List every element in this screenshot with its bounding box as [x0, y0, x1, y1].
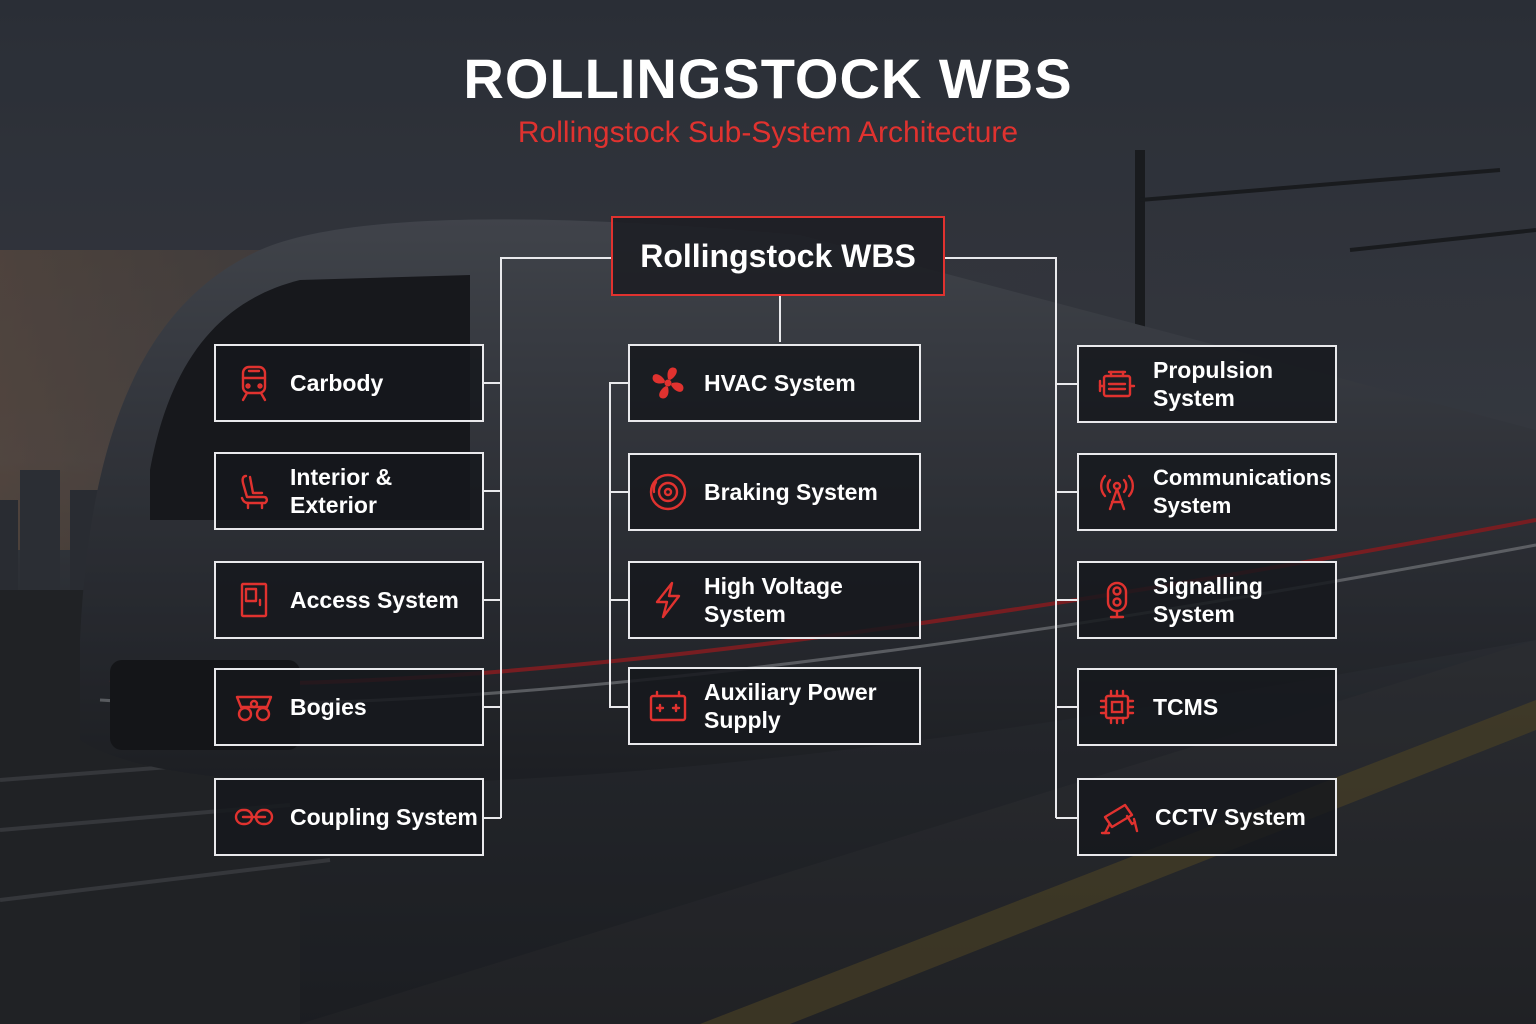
node-label: Propulsion System: [1153, 357, 1274, 411]
node-carbody: Carbody: [214, 344, 484, 422]
node-hvac-system: HVAC System: [628, 344, 921, 422]
node-label: Signalling System: [1153, 573, 1263, 627]
node-label: High Voltage System: [704, 573, 843, 627]
node-access-system: Access System: [214, 561, 484, 639]
chip-icon: [1097, 687, 1137, 727]
node-label: Access System: [290, 587, 459, 613]
node-label: Auxiliary Power Supply: [704, 679, 877, 733]
node-communications-system: Communications System: [1077, 453, 1337, 531]
page-subtitle: Rollingstock Sub-System Architecture: [517, 116, 1019, 149]
node-label: Interior & Exterior: [290, 464, 393, 518]
node-label: Coupling System: [290, 804, 478, 830]
node-high-voltage-system: High Voltage System: [628, 561, 921, 639]
motor-icon: [1097, 364, 1137, 404]
page-title: ROLLINGSTOCK WBS: [463, 47, 1073, 110]
node-label: CCTV System: [1155, 804, 1306, 830]
node-label: Communications System: [1153, 465, 1332, 518]
node-interior-exterior: Interior & Exterior: [214, 452, 484, 530]
node-label: Carbody: [290, 370, 384, 396]
door-icon: [234, 580, 274, 620]
connector-root-right: [945, 257, 1057, 818]
train-front-icon: [234, 363, 274, 403]
coupler-icon: [234, 797, 274, 837]
root-node-label: Rollingstock WBS: [640, 237, 916, 274]
node-label: Braking System: [704, 479, 878, 505]
battery-icon: [648, 686, 688, 726]
brake-disc-icon: [648, 472, 688, 512]
antenna-icon: [1097, 472, 1137, 512]
connector-middle-spine: [609, 382, 628, 708]
node-label: TCMS: [1153, 694, 1219, 720]
node-cctv-system: CCTV System: [1077, 778, 1337, 856]
node-propulsion-system: Propulsion System: [1077, 345, 1337, 423]
node-label: Bogies: [290, 694, 367, 720]
lightning-icon: [648, 580, 688, 620]
node-braking-system: Braking System: [628, 453, 921, 531]
seat-icon: [234, 471, 274, 511]
signal-light-icon: [1097, 580, 1137, 620]
node-signalling-system: Signalling System: [1077, 561, 1337, 639]
node-bogies: Bogies: [214, 668, 484, 746]
fan-icon: [648, 363, 688, 403]
bogie-icon: [234, 687, 274, 727]
connector-root-left: [500, 257, 611, 818]
root-node: Rollingstock WBS: [611, 216, 945, 296]
node-tcms: TCMS: [1077, 668, 1337, 746]
node-auxiliary-power-supply: Auxiliary Power Supply: [628, 667, 921, 745]
node-coupling-system: Coupling System: [214, 778, 484, 856]
camera-icon: [1099, 797, 1139, 837]
node-label: HVAC System: [704, 370, 856, 396]
